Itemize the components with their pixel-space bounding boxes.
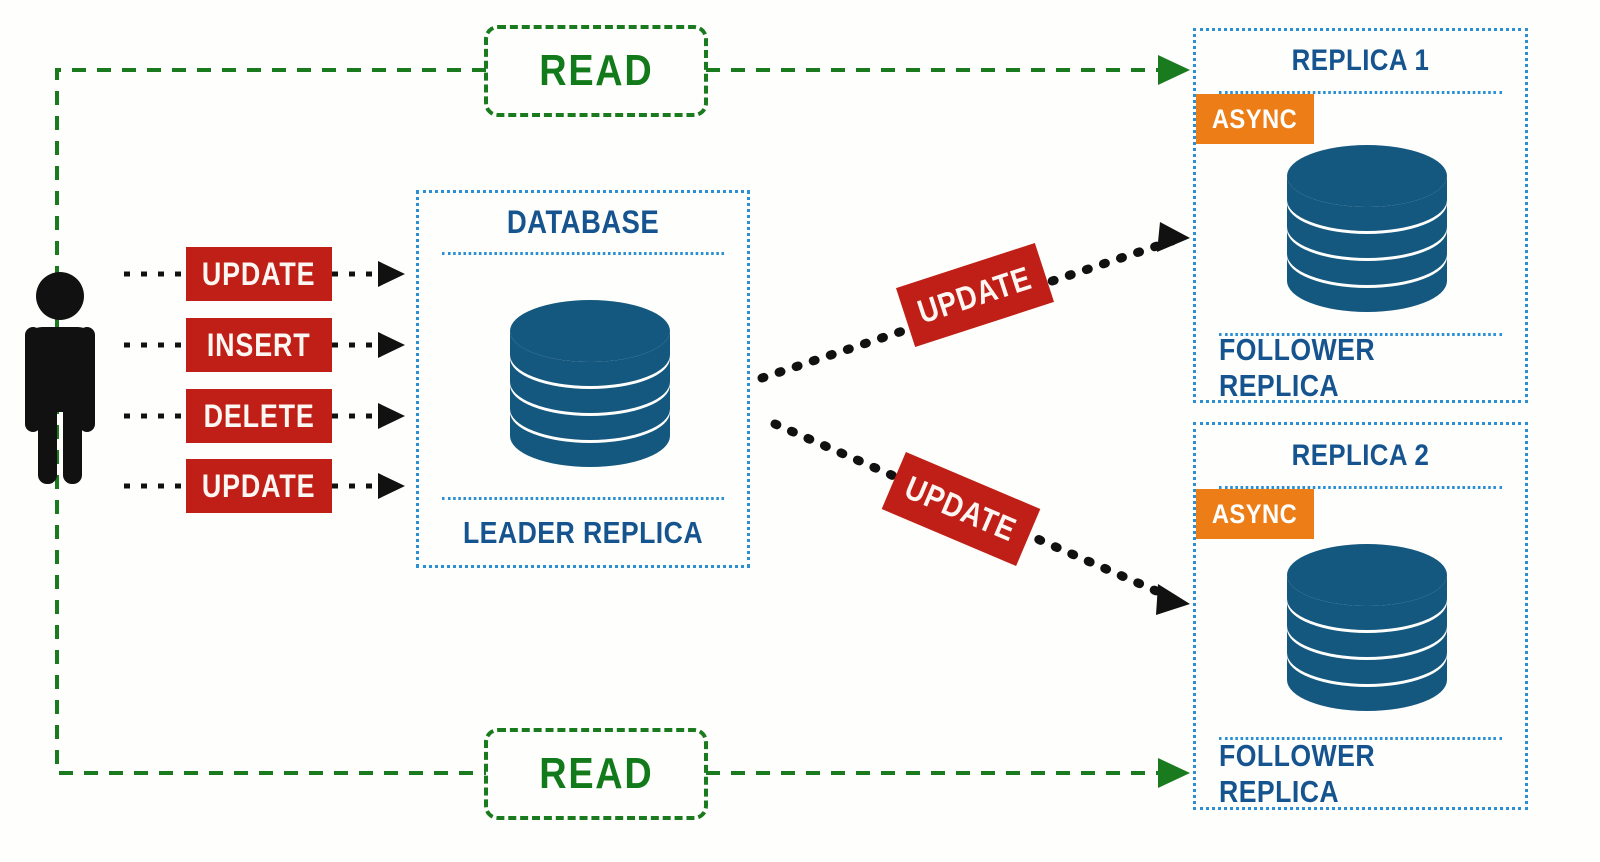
leader-panel-body: [419, 255, 747, 503]
replica-1-async-badge: ASYNC: [1196, 94, 1314, 144]
read-box-bottom-label: READ: [538, 749, 654, 798]
write-connectors-out: [332, 261, 405, 499]
operation-chip-label: INSERT: [207, 326, 311, 363]
operation-chip-delete[interactable]: DELETE: [186, 389, 332, 443]
operation-chip-update-1[interactable]: UPDATE: [186, 247, 332, 301]
replication-tag-label: UPDATE: [913, 258, 1037, 331]
operation-chip-label: DELETE: [203, 397, 315, 434]
leader-header-label: DATABASE: [506, 204, 660, 240]
replica-1-footer: FOLLOWER REPLICA: [1219, 332, 1502, 403]
replica-2-footer: FOLLOWER REPLICA: [1219, 737, 1502, 809]
read-box-top-label: READ: [538, 46, 654, 95]
leader-panel-header: DATABASE: [441, 193, 725, 255]
replica-1-header: REPLICA 1: [1219, 31, 1502, 94]
replica-1-panel[interactable]: REPLICA 1 ASYNC FOLLOWER REPLICA: [1193, 28, 1528, 403]
database-cylinder-icon: [510, 300, 670, 467]
leader-database-panel[interactable]: DATABASE LEADER REPLICA: [416, 190, 750, 568]
operation-chip-label: UPDATE: [202, 467, 316, 504]
person-icon: [25, 272, 95, 484]
replica-1-header-label: REPLICA 1: [1291, 44, 1430, 77]
operation-chip-update-2[interactable]: UPDATE: [186, 459, 332, 513]
replication-tag-update-2[interactable]: UPDATE: [881, 451, 1041, 567]
replica-1-footer-label: FOLLOWER REPLICA: [1219, 332, 1375, 403]
replication-tag-update-1[interactable]: UPDATE: [895, 242, 1055, 348]
replica-1-body: ASYNC: [1196, 94, 1525, 339]
operation-chip-insert[interactable]: INSERT: [186, 318, 332, 372]
database-cylinder-icon: [1287, 145, 1447, 312]
leader-panel-footer: LEADER REPLICA: [441, 497, 725, 565]
write-connectors-in: [124, 271, 186, 489]
leader-footer-label: LEADER REPLICA: [462, 514, 704, 550]
read-box-bottom[interactable]: READ: [484, 728, 708, 820]
operation-chip-label: UPDATE: [202, 255, 316, 292]
replica-2-async-badge: ASYNC: [1196, 489, 1314, 539]
replica-2-panel[interactable]: REPLICA 2 ASYNC FOLLOWER REPLICA: [1193, 422, 1528, 810]
async-badge-label: ASYNC: [1212, 498, 1298, 529]
database-cylinder-icon: [1287, 544, 1447, 711]
replication-tag-label: UPDATE: [900, 468, 1023, 549]
replica-2-footer-label: FOLLOWER REPLICA: [1219, 737, 1375, 809]
async-badge-label: ASYNC: [1212, 103, 1298, 134]
replica-2-header-label: REPLICA 2: [1291, 438, 1430, 472]
replica-2-body: ASYNC: [1196, 489, 1525, 743]
read-box-top[interactable]: READ: [484, 25, 708, 117]
replica-2-header: REPLICA 2: [1219, 425, 1502, 489]
